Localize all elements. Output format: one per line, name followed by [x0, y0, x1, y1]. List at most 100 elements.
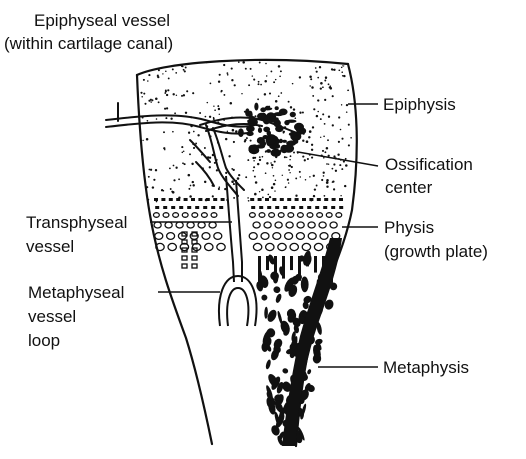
stipple-dot — [325, 77, 327, 79]
stipple-dot — [310, 78, 312, 80]
chondrocyte-cell — [165, 222, 172, 228]
stipple-dot — [155, 169, 157, 171]
chondrocyte-cell — [187, 222, 194, 228]
stipple-dot — [309, 75, 312, 78]
stipple-dot — [323, 172, 325, 174]
stipple-dot — [139, 178, 141, 180]
stipple-dot — [266, 75, 267, 76]
ossification-blob — [274, 112, 284, 116]
stipple-dot — [253, 160, 255, 162]
stipple-dot — [212, 195, 214, 197]
stipple-dot — [259, 156, 261, 158]
chondrocyte-dot — [203, 206, 207, 209]
stipple-dot — [210, 83, 212, 85]
chondrocyte-cell — [198, 222, 205, 228]
stipple-dot — [289, 172, 290, 173]
stipple-dot — [302, 140, 304, 142]
stipple-dot — [163, 147, 165, 149]
bone-spicule — [266, 256, 269, 270]
stipple-dot — [337, 154, 339, 156]
stipple-dot — [271, 164, 273, 166]
stipple-dot — [174, 112, 176, 114]
bone-spicule — [298, 256, 301, 281]
stipple-dot — [339, 164, 341, 166]
stipple-dot — [350, 66, 352, 68]
stipple-dot — [317, 77, 319, 79]
stipple-dot — [143, 79, 145, 81]
stipple-dot — [299, 112, 301, 114]
stipple-dot — [316, 185, 318, 187]
chondrocyte-cell — [259, 213, 265, 218]
chondrocyte-dot — [258, 198, 262, 201]
stipple-dot — [147, 120, 149, 122]
stipple-dot — [173, 165, 175, 167]
chondrocyte-dot — [154, 198, 158, 201]
bone-spicule — [258, 256, 261, 283]
stipple-dot — [279, 76, 281, 78]
stipple-dot — [184, 163, 186, 165]
label-physis-line1: Physis — [384, 218, 434, 237]
stipple-dot — [269, 196, 271, 198]
stipple-dot — [233, 197, 235, 199]
stipple-dot — [326, 163, 328, 165]
stipple-dot — [322, 150, 324, 152]
stipple-dot — [191, 163, 193, 165]
chondrocyte-cell — [192, 213, 198, 218]
stipple-dot — [338, 69, 340, 71]
stipple-dot — [219, 186, 221, 188]
chondrocyte-cell — [182, 256, 187, 260]
stipple-dot — [273, 81, 275, 83]
stipple-dot — [223, 64, 225, 66]
stipple-dot — [286, 157, 287, 158]
stipple-dot — [317, 99, 319, 101]
stipple-dot — [207, 102, 208, 103]
label-epiphysis: Epiphysis — [383, 95, 456, 114]
stipple-dot — [280, 92, 282, 94]
stipple-dot — [322, 113, 324, 115]
chondrocyte-cell — [176, 222, 183, 228]
stipple-dot — [144, 103, 146, 105]
chondrocyte-cell — [273, 233, 281, 240]
ossification-blob — [258, 127, 262, 133]
chondrocyte-dot — [250, 198, 254, 201]
bone-spicule — [290, 256, 293, 270]
stipple-dot — [188, 188, 190, 190]
chondrocyte-cell — [182, 264, 187, 268]
stipple-dot — [326, 147, 329, 150]
chondrocyte-dot — [198, 198, 202, 201]
stipple-dot — [313, 175, 315, 177]
trabecula — [275, 293, 283, 304]
stipple-dot — [142, 200, 144, 202]
chondrocyte-cell — [278, 213, 284, 218]
trabecula — [314, 338, 323, 346]
stipple-dot — [188, 174, 191, 177]
stipple-dot — [247, 159, 249, 161]
stipple-dot — [213, 105, 214, 106]
stipple-dot — [192, 181, 194, 183]
trabecula — [273, 286, 281, 294]
stipple-dot — [311, 86, 314, 89]
stipple-dot — [327, 139, 329, 141]
stipple-dot — [324, 80, 326, 82]
stipple-dot — [341, 168, 343, 170]
stipple-dot — [338, 141, 340, 143]
label-transphyseal-line1: Transphyseal — [26, 213, 127, 232]
label-ossification-line1: Ossification — [385, 155, 473, 174]
stipple-dot — [142, 67, 144, 69]
ossification-blob — [290, 112, 296, 118]
stipple-dot — [264, 93, 266, 95]
stipple-dot — [209, 116, 211, 118]
stipple-dot — [293, 108, 295, 110]
stipple-dot — [142, 195, 144, 197]
stipple-dot — [172, 68, 174, 70]
stipple-dot — [331, 68, 333, 70]
chondrocyte-dot — [211, 206, 215, 209]
stipple-dot — [195, 143, 197, 145]
stipple-dot — [146, 138, 149, 141]
chondrocyte-dot — [275, 206, 279, 209]
stipple-dot — [266, 162, 268, 164]
chondrocyte-cell — [319, 222, 326, 228]
chondrocyte-dot — [299, 206, 303, 209]
stipple-dot — [314, 188, 316, 190]
